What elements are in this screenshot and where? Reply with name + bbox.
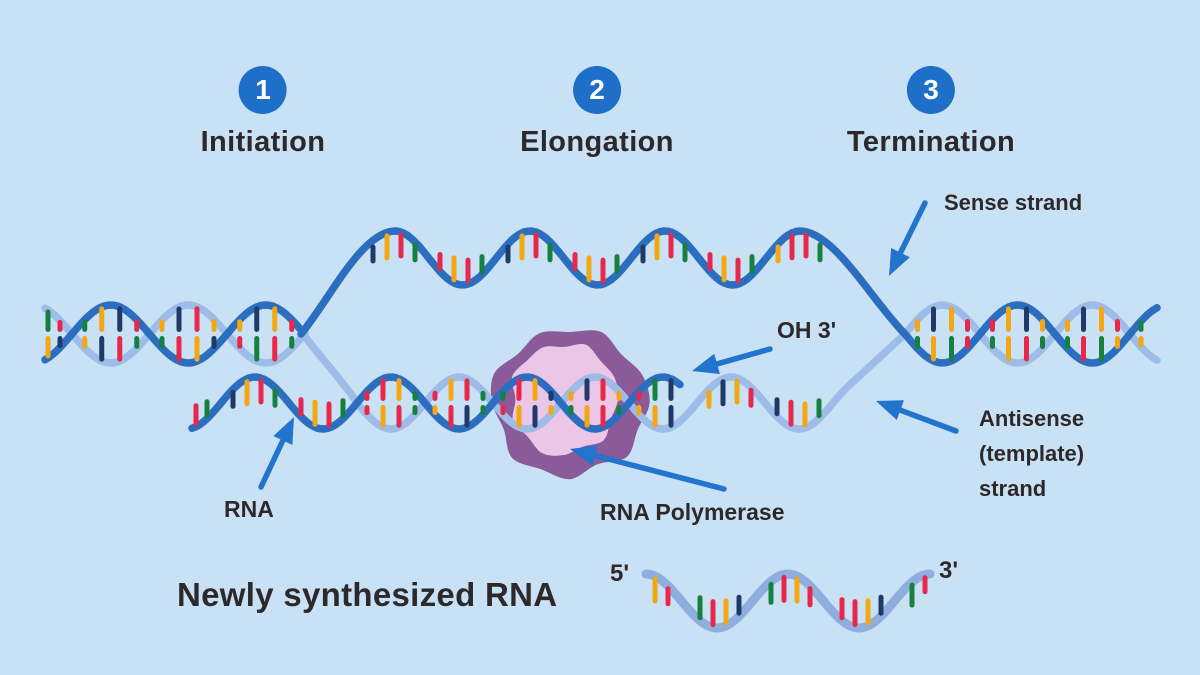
rna-transcript-strand (188, 373, 684, 433)
antisense-label-line2: (template) (979, 441, 1085, 466)
step-3-label: Termination (846, 126, 1016, 158)
step-1-badge: 1 (238, 66, 287, 114)
antisense-label-line3: strand (979, 476, 1047, 501)
step-1-label: Initiation (200, 126, 326, 158)
antisense-template-strand-label: Antisense (template) strand (979, 401, 1084, 506)
rna-polymerase-label: RNA Polymerase (600, 499, 785, 525)
antisense-arrow-head (876, 400, 904, 420)
antisense-label-line1: Antisense (979, 406, 1085, 431)
step-2: 2 Elongation (520, 66, 674, 159)
step-3-badge: 3 (907, 66, 955, 114)
rna-pointer-arrow-head (273, 417, 294, 445)
step-2-badge: 2 (572, 66, 621, 114)
step-1: 1 Initiation (201, 66, 326, 159)
three-prime-label: 3' (939, 557, 959, 584)
step-1-number: 1 (255, 74, 271, 105)
sense-strand-arrow-shaft (895, 200, 928, 260)
left-helix-dark-strand (41, 301, 305, 367)
left-helix-light-strand (41, 301, 309, 367)
newly-synthesized-rna-strand (641, 569, 935, 633)
oh-3-prime-label: OH 3' (777, 317, 837, 343)
sense-strand-arrow-head (889, 248, 910, 276)
step-3-number: 3 (923, 74, 939, 105)
five-prime-label: 5' (610, 560, 630, 587)
sense-strand-label: Sense strand (944, 190, 1083, 215)
step-3: 3 Termination (847, 66, 1015, 159)
rna-polymerase-arrow-shaft (587, 451, 727, 492)
antisense-arrow-shaft (892, 405, 959, 434)
antisense-template-strand (299, 301, 1161, 433)
rna-label: RNA (224, 496, 274, 522)
oh3-arrow-shaft (709, 346, 773, 369)
step-2-label: Elongation (520, 126, 674, 158)
rna-pointer-arrow-shaft (258, 433, 288, 490)
rna-polymerase-arrow-head (570, 445, 598, 466)
step-2-number: 2 (589, 74, 605, 105)
newly-synthesized-rna-label: Newly synthesized RNA (177, 576, 558, 613)
oh3-arrow-head (692, 353, 720, 374)
